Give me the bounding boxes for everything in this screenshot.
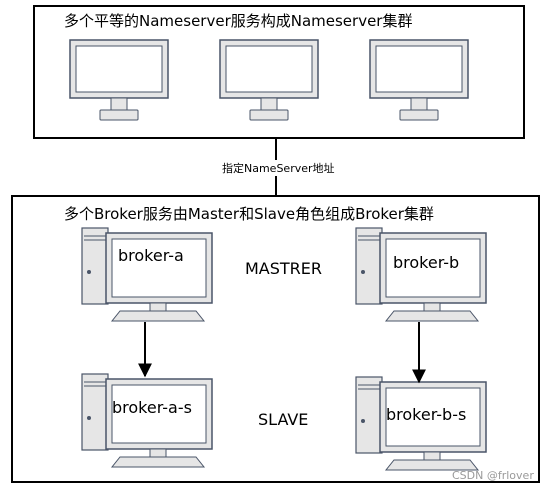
broker-b-label: broker-b [393,253,460,272]
watermark: CSDN @frlover [452,469,534,482]
nameserver-monitor-icon [369,39,469,121]
nameserver-monitor-icon [69,39,169,121]
nameserver-cluster-frame [33,5,525,139]
master-role-label: MASTRER [245,259,323,278]
broker-b-computer-icon [355,227,487,322]
broker-b-s-computer-icon [355,376,487,471]
broker-a-s-computer-icon [81,373,213,468]
broker-a-label: broker-a [118,246,184,265]
broker-a-s-label: broker-a-s [112,398,192,417]
broker-a-computer-icon [81,227,213,322]
slave-role-label: SLAVE [258,410,309,429]
nameserver-monitor-icon [219,39,319,121]
broker-cluster-title: 多个Broker服务由Master和Slave角色组成Broker集群 [64,205,434,223]
nameserver-cluster-title: 多个平等的Nameserver服务构成Nameserver集群 [64,12,413,30]
broker-b-s-label: broker-b-s [386,405,467,424]
connector-label: 指定NameServer地址 [220,160,337,176]
